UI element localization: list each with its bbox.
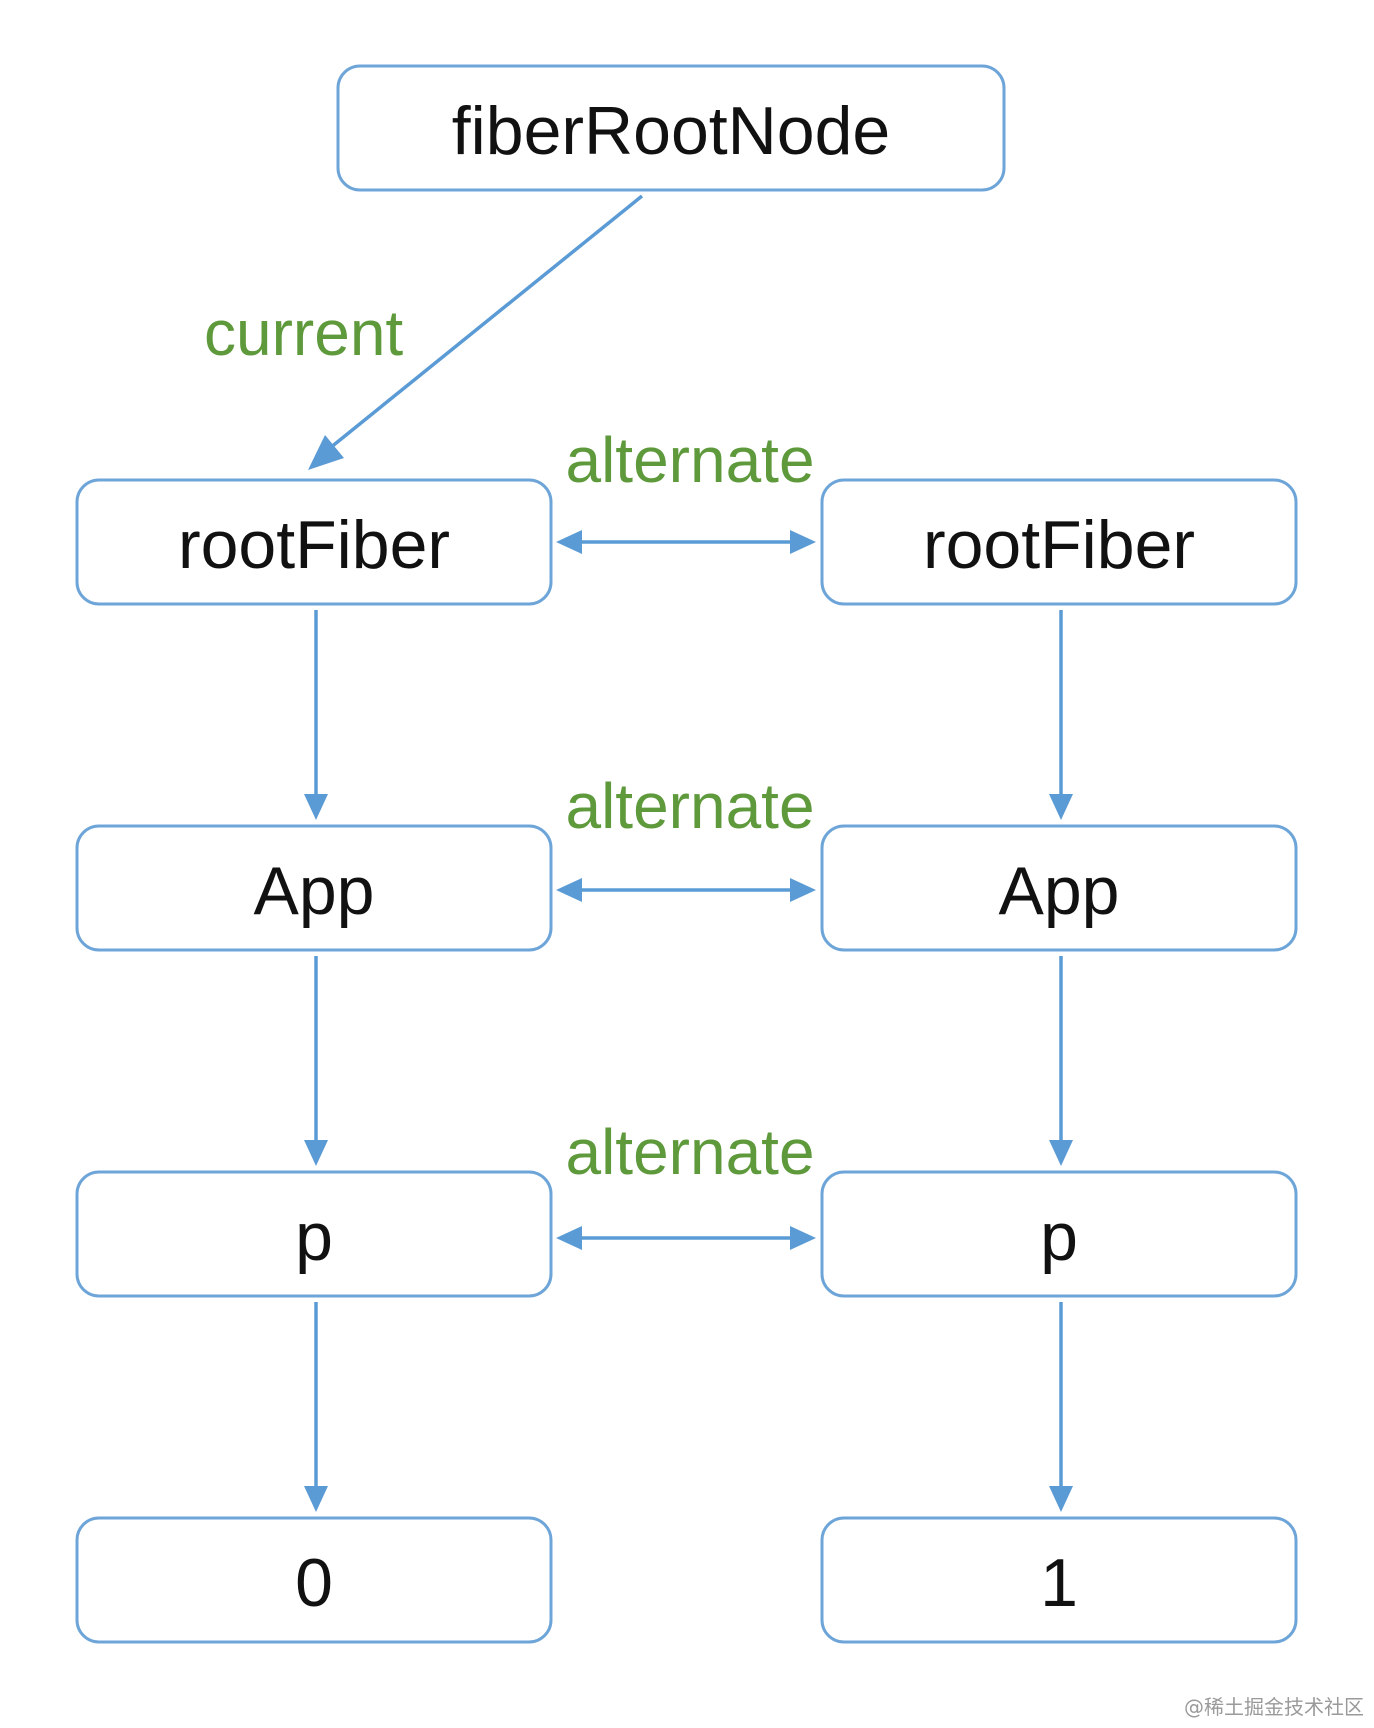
- arrow-head-alternate-2-left: [556, 878, 582, 902]
- node-box-app-alternate: [820, 824, 1298, 952]
- edge-label-alternate-2: alternate: [565, 770, 814, 842]
- node-label-fiber-root-node: fiberRootNode: [452, 93, 890, 169]
- edge-current: current: [204, 194, 644, 470]
- edge-child-app-p-alternate: [1049, 956, 1073, 1166]
- node-root-fiber-current: rootFiber: [75, 478, 553, 606]
- arrow-head-p-text-current: [304, 1486, 328, 1512]
- arrow-head-alternate-2-right: [790, 878, 816, 902]
- node-label-app-current: App: [254, 853, 375, 929]
- node-label-text-current: 0: [295, 1545, 333, 1621]
- node-fiber-root-node: fiberRootNode: [336, 64, 1006, 192]
- node-box-fiber-root-node: [336, 64, 1006, 192]
- node-box-text-alternate: [820, 1516, 1298, 1644]
- edge-child-p-text-alternate: [1049, 1302, 1073, 1512]
- arrow-head-root-fiber-app-current: [304, 794, 328, 820]
- edge-child-p-text-current: [304, 1302, 328, 1512]
- node-label-p-current: p: [295, 1199, 333, 1275]
- node-label-root-fiber-alternate: rootFiber: [923, 507, 1195, 583]
- edge-label-current: current: [204, 297, 403, 369]
- edge-alternate-p: alternate: [556, 1116, 816, 1250]
- arrow-head-alternate-1-right: [790, 530, 816, 554]
- edge-child-root-fiber-app-current: [304, 610, 328, 820]
- node-label-app-alternate: App: [999, 853, 1120, 929]
- node-text-alternate: 1: [820, 1516, 1298, 1644]
- node-box-root-fiber-alternate: [820, 478, 1298, 606]
- arrow-head-app-p-alternate: [1049, 1140, 1073, 1166]
- node-app-alternate: App: [820, 824, 1298, 952]
- arrow-head-alternate-3-left: [556, 1226, 582, 1250]
- watermark-text: @稀土掘金技术社区: [1184, 1695, 1364, 1719]
- node-box-p-current: [75, 1170, 553, 1298]
- arrow-head-root-fiber-app-alternate: [1049, 794, 1073, 820]
- node-label-root-fiber-current: rootFiber: [178, 507, 450, 583]
- arrow-head-current: [308, 435, 344, 470]
- node-text-current: 0: [75, 1516, 553, 1644]
- node-box-app-current: [75, 824, 553, 952]
- arrow-head-alternate-3-right: [790, 1226, 816, 1250]
- edge-child-app-p-current: [304, 956, 328, 1166]
- node-box-p-alternate: [820, 1170, 1298, 1298]
- node-box-root-fiber-current: [75, 478, 553, 606]
- edge-line-current: [328, 194, 644, 450]
- edge-child-root-fiber-app-alternate: [1049, 610, 1073, 820]
- edge-alternate-app: alternate: [556, 770, 816, 902]
- arrow-head-p-text-alternate: [1049, 1486, 1073, 1512]
- node-label-text-alternate: 1: [1040, 1545, 1078, 1621]
- edge-label-alternate-1: alternate: [565, 424, 814, 496]
- edge-alternate-root-fiber: alternate: [556, 424, 816, 554]
- node-p-current: p: [75, 1170, 553, 1298]
- arrow-head-app-p-current: [304, 1140, 328, 1166]
- node-root-fiber-alternate: rootFiber: [820, 478, 1298, 606]
- node-box-text-current: [75, 1516, 553, 1644]
- node-label-p-alternate: p: [1040, 1199, 1078, 1275]
- edge-label-alternate-3: alternate: [565, 1116, 814, 1188]
- node-p-alternate: p: [820, 1170, 1298, 1298]
- arrow-head-alternate-1-left: [556, 530, 582, 554]
- node-app-current: App: [75, 824, 553, 952]
